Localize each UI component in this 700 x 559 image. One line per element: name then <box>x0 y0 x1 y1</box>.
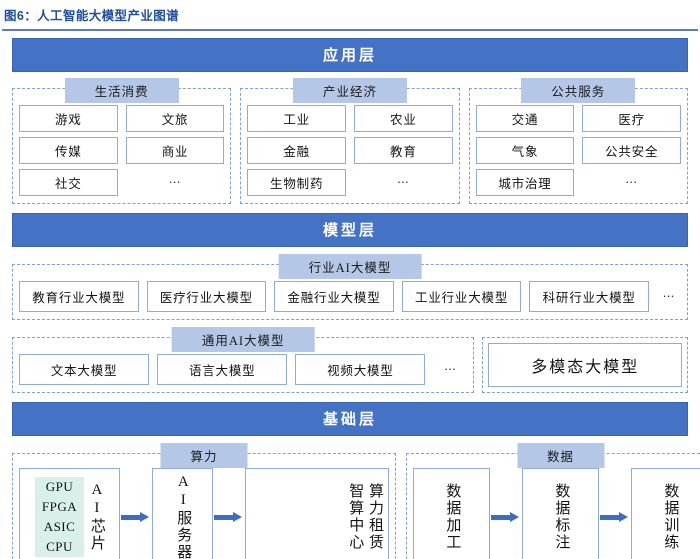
base-layer-groups: 算力 GPU FPGA ASIC CPU AI芯片 AI服务器 <box>12 443 700 559</box>
app-item[interactable]: 工业 <box>247 105 346 132</box>
compute-rental-label: 算力租赁 <box>367 483 383 551</box>
ai-chip-label: AI芯片 <box>88 482 105 552</box>
app-item[interactable]: 传媒 <box>19 137 118 164</box>
industry-model-item[interactable]: 科研行业大模型 <box>529 281 649 312</box>
application-layer-groups: 生活消费 游戏 文旅 传媒 商业 社交 ... 产业经济 工业 农业 金融 教育… <box>12 78 688 204</box>
intelligent-compute-center-label: 智算中心 <box>347 483 364 551</box>
app-item[interactable]: 社交 <box>19 169 118 196</box>
industry-model-item[interactable]: 金融行业大模型 <box>274 281 394 312</box>
base-layer-section: 基础层 算力 GPU FPGA ASIC CPU AI芯片 AI服务器 <box>0 402 700 559</box>
group-general-ai-models: 通用AI大模型 文本大模型 语言大模型 视频大模型 ... <box>12 327 475 393</box>
figure-title: 图6：人工智能大模型产业图谱 <box>4 9 180 23</box>
industry-model-item[interactable]: 工业行业大模型 <box>401 281 522 312</box>
app-item[interactable]: 商业 <box>125 137 225 164</box>
application-layer-section: 应用层 生活消费 游戏 文旅 传媒 商业 社交 ... 产业经济 工业 农业 金… <box>0 38 700 204</box>
group-label-computing-power: 算力 <box>160 443 248 468</box>
general-model-more: ... <box>433 354 468 385</box>
data-training-label: 数据训练 <box>662 483 679 551</box>
base-layer-header: 基础层 <box>12 402 688 436</box>
app-item[interactable]: 城市治理 <box>475 169 575 196</box>
group-label-data: 数据 <box>516 443 605 468</box>
group-industrial-economy: 产业经济 工业 农业 金融 教育 生物制药 ... <box>240 78 460 204</box>
app-item[interactable]: 游戏 <box>19 105 118 132</box>
group-life-consumption: 生活消费 游戏 文旅 传媒 商业 社交 ... <box>12 78 232 204</box>
general-model-item[interactable]: 文本大模型 <box>19 354 150 385</box>
app-item[interactable]: 气象 <box>475 137 575 164</box>
general-model-item[interactable]: 语言大模型 <box>157 354 288 385</box>
app-item[interactable]: 金融 <box>247 137 346 164</box>
app-item-more: ... <box>582 169 681 196</box>
arrow-right-icon <box>120 511 151 522</box>
group-label-general-ai-models: 通用AI大模型 <box>171 327 315 352</box>
group-data: 数据 数据加工 数据标注 数据训练 <box>406 443 700 559</box>
app-item-more: ... <box>125 169 225 196</box>
group-label-industrial-economy: 产业经济 <box>292 78 407 103</box>
group-label-life-consumption: 生活消费 <box>64 78 179 103</box>
data-training-box[interactable]: 数据训练 <box>631 468 700 559</box>
app-item-more: ... <box>353 169 453 196</box>
app-item[interactable]: 医疗 <box>582 105 681 132</box>
ai-server-box[interactable]: AI服务器 <box>151 468 213 559</box>
group-label-public-service: 公共服务 <box>521 78 636 103</box>
general-model-row: 通用AI大模型 文本大模型 语言大模型 视频大模型 ... 多模态大模型 <box>12 327 688 393</box>
arrow-right-icon <box>214 511 244 522</box>
multimodal-model-item[interactable]: 多模态大模型 <box>488 343 682 387</box>
arrow-right-icon <box>600 511 630 522</box>
chip-type[interactable]: FPGA <box>34 497 85 517</box>
general-model-item[interactable]: 视频大模型 <box>295 354 426 385</box>
ai-chip-box[interactable]: GPU FPGA ASIC CPU AI芯片 <box>19 468 120 559</box>
data-processing-label: 数据加工 <box>444 483 461 551</box>
app-item[interactable]: 生物制药 <box>247 169 346 196</box>
app-item[interactable]: 交通 <box>475 105 575 132</box>
app-item[interactable]: 教育 <box>353 137 453 164</box>
app-item[interactable]: 文旅 <box>125 105 225 132</box>
industry-model-item[interactable]: 教育行业大模型 <box>19 281 139 312</box>
industry-model-item[interactable]: 医疗行业大模型 <box>146 281 267 312</box>
data-processing-box[interactable]: 数据加工 <box>413 468 490 559</box>
model-layer-section: 模型层 行业AI大模型 教育行业大模型 医疗行业大模型 金融行业大模型 工业行业… <box>0 213 700 393</box>
chip-type[interactable]: ASIC <box>34 517 85 537</box>
industry-model-more: ... <box>656 281 681 312</box>
arrow-right-icon <box>491 511 521 522</box>
group-computing-power: 算力 GPU FPGA ASIC CPU AI芯片 AI服务器 <box>12 443 396 559</box>
chip-type[interactable]: CPU <box>34 537 85 557</box>
data-annotation-label: 数据标注 <box>553 483 570 551</box>
title-divider <box>2 29 698 31</box>
group-public-service: 公共服务 交通 医疗 气象 公共安全 城市治理 ... <box>468 78 688 204</box>
group-industry-ai-models: 行业AI大模型 教育行业大模型 医疗行业大模型 金融行业大模型 工业行业大模型 … <box>12 254 688 320</box>
chip-type[interactable]: GPU <box>34 477 85 497</box>
app-item[interactable]: 公共安全 <box>582 137 681 164</box>
app-item[interactable]: 农业 <box>353 105 453 132</box>
group-label-industry-ai-models: 行业AI大模型 <box>278 254 422 279</box>
model-layer-header: 模型层 <box>12 213 688 247</box>
application-layer-header: 应用层 <box>12 38 688 72</box>
data-annotation-box[interactable]: 数据标注 <box>522 468 599 559</box>
chip-type-stack: GPU FPGA ASIC CPU <box>34 477 85 557</box>
compute-center-box[interactable]: 算力租赁 智算中心 <box>245 468 389 559</box>
ai-server-label: AI服务器 <box>175 473 192 559</box>
group-multimodal: 多模态大模型 <box>482 337 688 393</box>
